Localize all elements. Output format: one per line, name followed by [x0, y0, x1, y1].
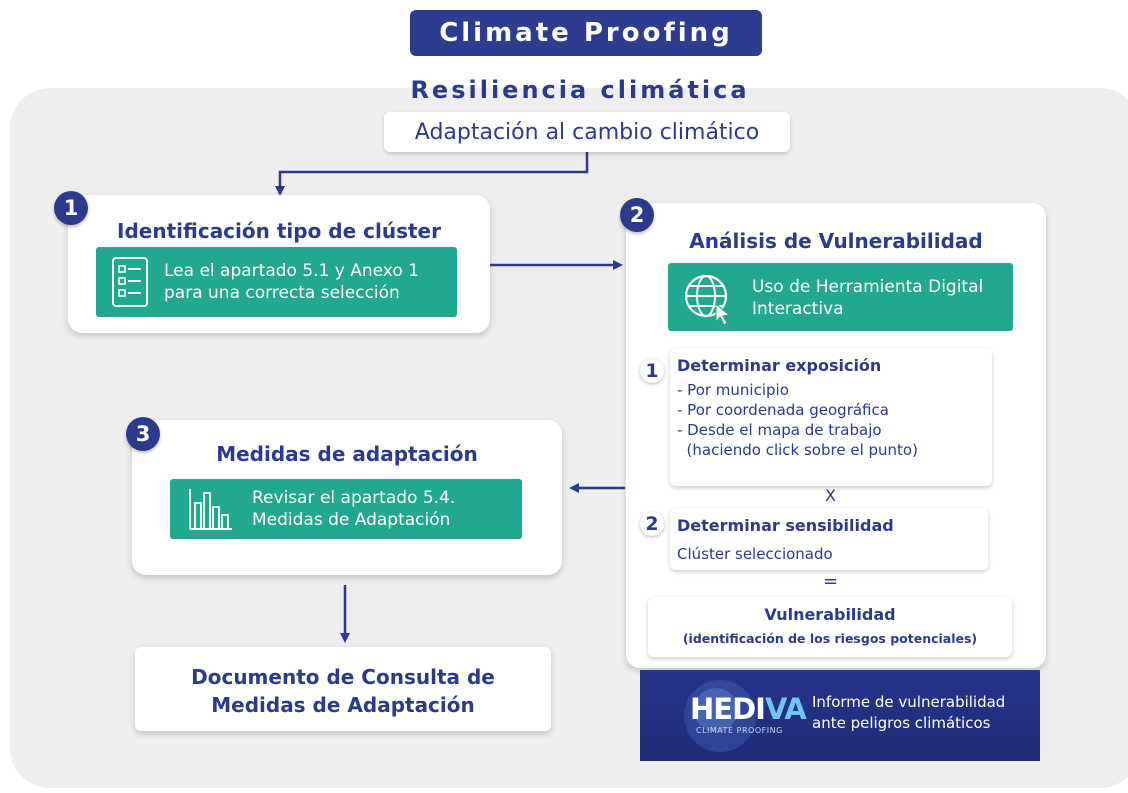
subtitle2: Adaptación al cambio climático [414, 119, 760, 145]
exposure-item: - Por coordenada geográfica [677, 401, 889, 419]
hediva-logo-part2: VA [764, 692, 807, 726]
step2-tool-line2: Interactiva [752, 299, 844, 319]
step2-tool-box: Uso de Herramienta Digital Interactiva [668, 263, 1013, 331]
equals-sign: = [823, 571, 839, 592]
final-line2: Medidas de Adaptación [211, 693, 475, 717]
multiply-sign: X [825, 486, 836, 505]
step1-badge: 1 [54, 191, 88, 225]
step3-badge: 3 [126, 417, 160, 451]
vulnerability-result-box: Vulnerabilidad (identificación de los ri… [648, 597, 1012, 657]
final-line1: Documento de Consulta de [191, 665, 495, 689]
step2-card: Análisis de Vulnerabilidad Uso de Herram… [626, 203, 1046, 668]
exposure-item: - Por municipio [677, 381, 789, 399]
exposure-item: - Desde el mapa de trabajo [677, 421, 882, 439]
step1-action-line1: Lea el apartado 5.1 y Anexo 1 [164, 261, 419, 281]
step1-card: Identificación tipo de clúster Lea el ap… [68, 195, 490, 333]
step1-action-line2: para una correcta selección [164, 283, 400, 303]
globe-logo-icon [684, 680, 756, 752]
bar-chart-icon [189, 489, 232, 530]
sensitivity-title: Determinar sensibilidad [677, 516, 894, 535]
checklist-icon [112, 257, 148, 307]
sensitivity-badge: 2 [640, 512, 664, 536]
main-title: Climate Proofing [439, 18, 733, 48]
exposure-badge: 1 [640, 359, 664, 383]
step1-title: Identificación tipo de clúster [117, 219, 441, 243]
sensitivity-box: Determinar sensibilidad Clúster seleccio… [670, 508, 988, 570]
hediva-logo-text: HEDIVA [690, 692, 807, 726]
step2-title: Análisis de Vulnerabilidad [689, 229, 983, 253]
exposure-title: Determinar exposición [677, 356, 882, 375]
arrow-intro-to-step1 [275, 152, 589, 196]
step3-action-box: Revisar el apartado 5.4. Medidas de Adap… [170, 479, 522, 539]
hediva-tagline: CLIMATE PROOFING [696, 726, 783, 735]
final-document-card: Documento de Consulta de Medidas de Adap… [135, 647, 551, 731]
exposure-box: Determinar exposición - Por municipio - … [670, 348, 992, 486]
globe-cursor-icon [684, 274, 731, 326]
main-title-banner: Climate Proofing [410, 10, 762, 56]
subtitle2-box: Adaptación al cambio climático [384, 112, 790, 152]
hediva-logo-part1: HEDI [690, 692, 766, 726]
step3-card: Medidas de adaptación Revisar el apartad… [132, 420, 562, 575]
step1-action-box: Lea el apartado 5.1 y Anexo 1 para una c… [96, 247, 457, 317]
hediva-banner: HEDIVA CLIMATE PROOFING Informe de vulne… [640, 670, 1040, 761]
step2-badge: 2 [620, 198, 654, 232]
hediva-text-line2: ante peligros climáticos [812, 714, 991, 732]
step3-action-line2: Medidas de Adaptación [252, 510, 451, 530]
exposure-item: (haciendo click sobre el punto) [677, 441, 918, 459]
result-title: Vulnerabilidad [764, 605, 896, 624]
hediva-text-line1: Informe de vulnerabilidad [812, 693, 1006, 711]
sensitivity-text: Clúster seleccionado [677, 545, 833, 563]
step2-tool-line1: Uso de Herramienta Digital [752, 277, 984, 297]
subtitle: Resiliencia climática [410, 76, 750, 104]
step3-title: Medidas de adaptación [216, 442, 478, 466]
result-subtitle: (identificación de los riesgos potencial… [682, 631, 978, 646]
step3-action-line1: Revisar el apartado 5.4. [252, 488, 456, 508]
